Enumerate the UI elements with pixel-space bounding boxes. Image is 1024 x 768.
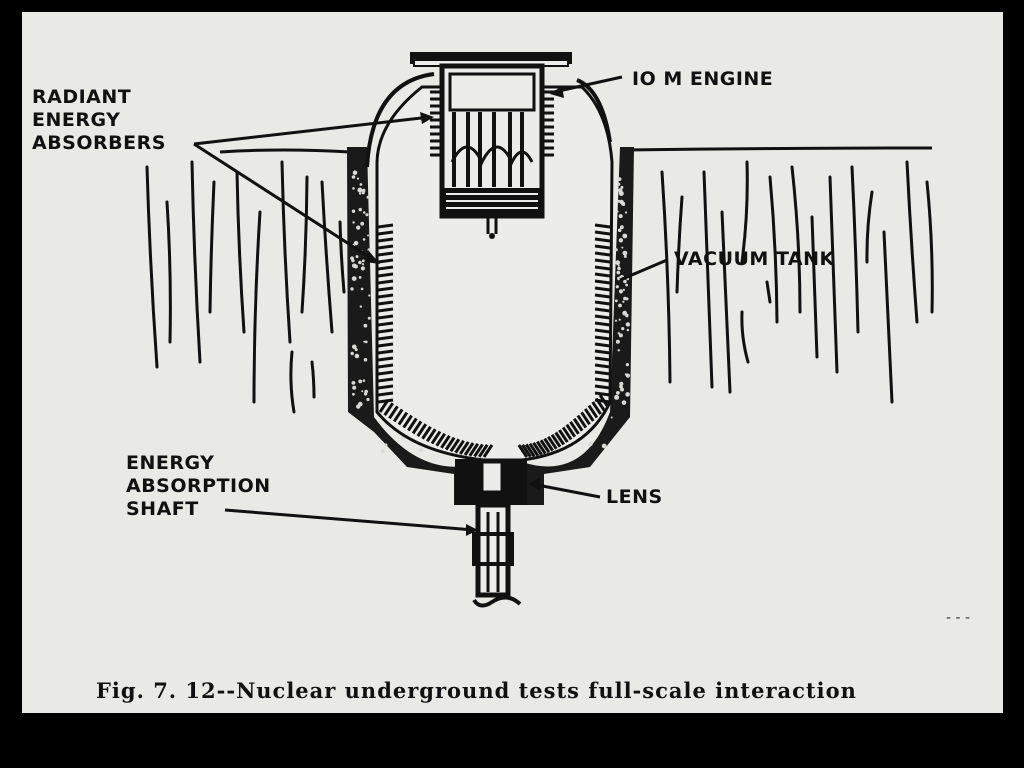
radiant-label-line1: RADIANT — [32, 86, 132, 108]
vacuum-tank-label: VACUUM TANK — [674, 248, 835, 270]
engine — [410, 52, 572, 239]
engine-label: IO M ENGINE — [632, 68, 774, 90]
figure-caption: Fig. 7. 12--Nuclear underground tests fu… — [96, 678, 857, 703]
ground-surface-left — [219, 148, 351, 154]
underground-test-diagram — [145, 52, 934, 608]
ground-surface-right — [627, 146, 933, 152]
corner-mark: - - - — [946, 610, 971, 626]
arrowheads — [365, 86, 564, 536]
radiant-energy-absorbers — [377, 223, 611, 458]
earth-hatching — [145, 160, 934, 414]
shaft-label-line1: ENERGY — [126, 452, 215, 474]
shaft-label-line2: ABSORPTION — [126, 475, 271, 497]
shaft-label-line3: SHAFT — [126, 498, 199, 520]
radiant-label-line3: ABSORBERS — [32, 132, 166, 154]
radiant-label-line2: ENERGY — [32, 109, 121, 131]
lens-and-shaft — [455, 459, 527, 608]
lens-label: LENS — [606, 486, 663, 508]
diagram-page: RADIANT ENERGY ABSORBERS IO M ENGINE VAC… — [22, 12, 1003, 713]
leader-lines — [193, 75, 668, 532]
